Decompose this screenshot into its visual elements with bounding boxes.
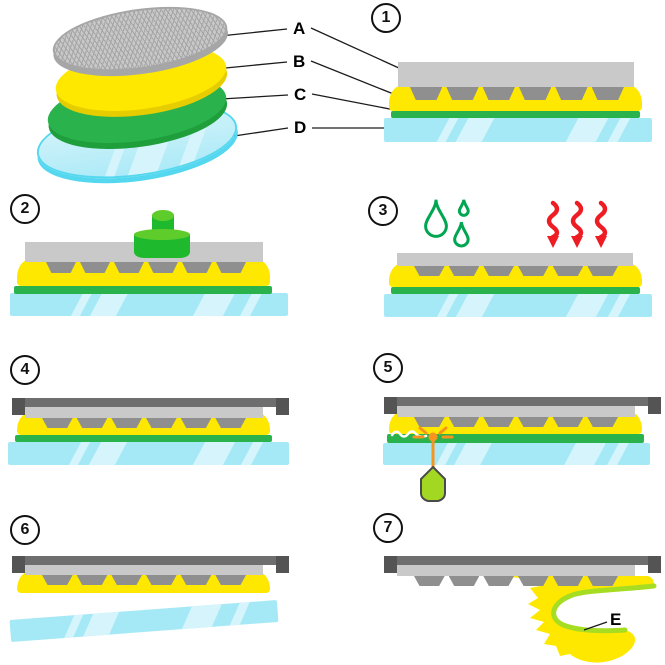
mold-tooth xyxy=(42,418,73,428)
mold-tooth xyxy=(587,417,619,427)
holder-bar xyxy=(12,398,289,415)
mold-tooth xyxy=(215,575,247,585)
release-layer xyxy=(14,286,272,294)
mold-tooth xyxy=(76,418,108,428)
holder-clamp-left xyxy=(384,397,397,414)
holder-clamp-right xyxy=(648,556,661,573)
mold-slab xyxy=(397,565,635,576)
step-number-5: 5 xyxy=(373,353,403,383)
mold-tooth xyxy=(448,417,480,427)
mold-tooth xyxy=(518,576,549,586)
release-layer xyxy=(391,287,640,294)
label-d: D xyxy=(294,118,307,137)
mold-tooth xyxy=(483,576,515,586)
mold-tooth xyxy=(448,576,480,586)
step-number-2: 2 xyxy=(10,194,40,224)
mold-tooth xyxy=(46,262,76,273)
step-number-7: 7 xyxy=(373,513,403,543)
peeled-film xyxy=(495,576,657,663)
glass-substrate xyxy=(384,294,652,317)
mold-slab xyxy=(398,62,634,87)
mold-tooth xyxy=(552,266,584,276)
mold-tooth xyxy=(42,575,73,585)
holder-clamp-right xyxy=(276,556,289,573)
holder-clamp-left xyxy=(12,556,25,573)
holder-bar xyxy=(384,397,661,414)
label-e-leader xyxy=(583,621,608,631)
mold-slab xyxy=(25,565,263,575)
glass-substrate-detached xyxy=(9,599,279,643)
mold-tooth xyxy=(448,266,480,276)
mold-teeth xyxy=(412,417,620,427)
mold-tooth xyxy=(552,576,584,586)
mold-tooth xyxy=(552,417,584,427)
mold-tooth xyxy=(518,87,552,100)
holder-clamp-right xyxy=(648,397,661,414)
label-e: E xyxy=(610,610,622,629)
mold-tooth xyxy=(215,418,247,428)
glass-substrate xyxy=(383,443,650,465)
mold-tooth xyxy=(180,575,212,585)
mold-teeth xyxy=(40,575,248,585)
mold-tooth xyxy=(182,262,212,273)
film-release-face xyxy=(551,583,657,634)
glass-substrate xyxy=(8,442,289,465)
mold-slab xyxy=(397,253,633,266)
mold-teeth xyxy=(40,418,248,428)
heat-arrows-icon xyxy=(546,200,608,248)
mold-tooth xyxy=(587,266,619,276)
mold-tooth xyxy=(146,575,177,585)
step-number-4: 4 xyxy=(10,355,40,385)
mold-tooth xyxy=(414,417,445,427)
press-weight-icon xyxy=(134,229,190,258)
mold-slab xyxy=(25,407,263,418)
scalpel-icon xyxy=(390,426,454,502)
mold-tooth xyxy=(180,418,212,428)
holder-clamp-right xyxy=(276,398,289,415)
label-c: C xyxy=(294,85,307,104)
mold-tooth xyxy=(482,87,515,100)
mold-teeth xyxy=(408,87,626,100)
mold-tooth xyxy=(446,87,479,100)
film-membrane xyxy=(495,576,654,663)
mold-tooth xyxy=(216,262,246,273)
mold-tooth xyxy=(76,575,108,585)
solvent-droplets-icon xyxy=(420,196,476,250)
mold-tooth xyxy=(148,262,178,273)
mold-teeth xyxy=(44,262,248,273)
mold-tooth xyxy=(483,417,515,427)
label-a: A xyxy=(293,19,306,38)
release-layer xyxy=(387,434,644,443)
holder-bar xyxy=(12,556,289,573)
mold-teeth xyxy=(412,266,620,276)
mold-tooth xyxy=(414,266,445,276)
mold-tooth xyxy=(587,576,619,586)
mold-tooth xyxy=(114,262,144,273)
mold-tooth xyxy=(111,418,143,428)
mold-tooth xyxy=(591,87,624,100)
label-b: B xyxy=(293,52,306,71)
mold-tooth xyxy=(410,87,443,100)
step-number-3: 3 xyxy=(368,196,398,226)
holder-clamp-left xyxy=(12,398,25,415)
holder-bar xyxy=(384,556,661,573)
mold-slab xyxy=(397,406,635,417)
mold-tooth xyxy=(518,266,549,276)
mold-tooth xyxy=(414,576,445,586)
release-layer xyxy=(15,435,272,442)
step-number-1: 1 xyxy=(371,3,401,33)
glass-substrate xyxy=(10,293,288,316)
release-layer xyxy=(391,111,640,118)
mold-teeth xyxy=(412,576,620,586)
glass-substrate xyxy=(384,118,652,142)
mold-tooth xyxy=(555,87,588,100)
mold-tooth xyxy=(146,418,177,428)
mold-tooth xyxy=(518,417,549,427)
step-number-6: 6 xyxy=(10,515,40,545)
mold-tooth xyxy=(483,266,515,276)
mold-tooth xyxy=(111,575,143,585)
mold-tooth xyxy=(80,262,110,273)
holder-clamp-left xyxy=(384,556,397,573)
